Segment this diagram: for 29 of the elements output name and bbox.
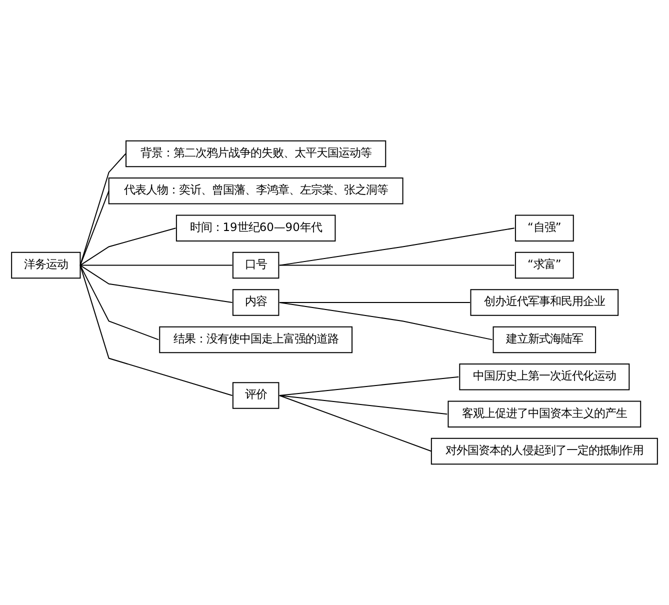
connector — [80, 153, 126, 266]
node-box: 洋务运动 — [11, 252, 81, 279]
node-box: 对外国资本的人侵起到了一定的抵制作用 — [430, 438, 658, 465]
node-box: 口号 — [232, 252, 280, 279]
node-box: 中国历史上第一次近代化运动 — [459, 364, 630, 390]
connector — [80, 264, 233, 303]
node-box: 评价 — [232, 382, 280, 409]
connector — [80, 264, 233, 266]
connector — [278, 394, 432, 452]
connector — [278, 376, 460, 396]
node-box: 背景：第二次鸦片战争的失败、太平天国运动等 — [126, 140, 386, 168]
node-box: “求富” — [514, 252, 574, 279]
connector — [278, 302, 493, 340]
connector — [278, 394, 448, 415]
node-box: “自强” — [514, 214, 574, 242]
node-box: 内容 — [232, 289, 280, 316]
node-box: 创办近代军事和民用企业 — [470, 289, 619, 316]
connector — [80, 228, 176, 266]
connector — [80, 264, 233, 396]
node-box: 时间：19世纪60—90年代 — [176, 214, 336, 242]
node-box: 客观上促进了中国资本主义的产生 — [448, 400, 642, 428]
connector — [278, 228, 515, 266]
node-box: 建立新式海陆军 — [492, 326, 596, 354]
connector — [278, 264, 515, 266]
connector — [80, 264, 160, 340]
connector — [80, 190, 110, 266]
node-box: 结果：没有使中国走上富强的道路 — [159, 326, 353, 354]
connector — [278, 302, 471, 303]
node-box: 代表人物：奕䜣、曾国藩、李鸿章、左宗棠、张之洞等 — [108, 178, 404, 204]
